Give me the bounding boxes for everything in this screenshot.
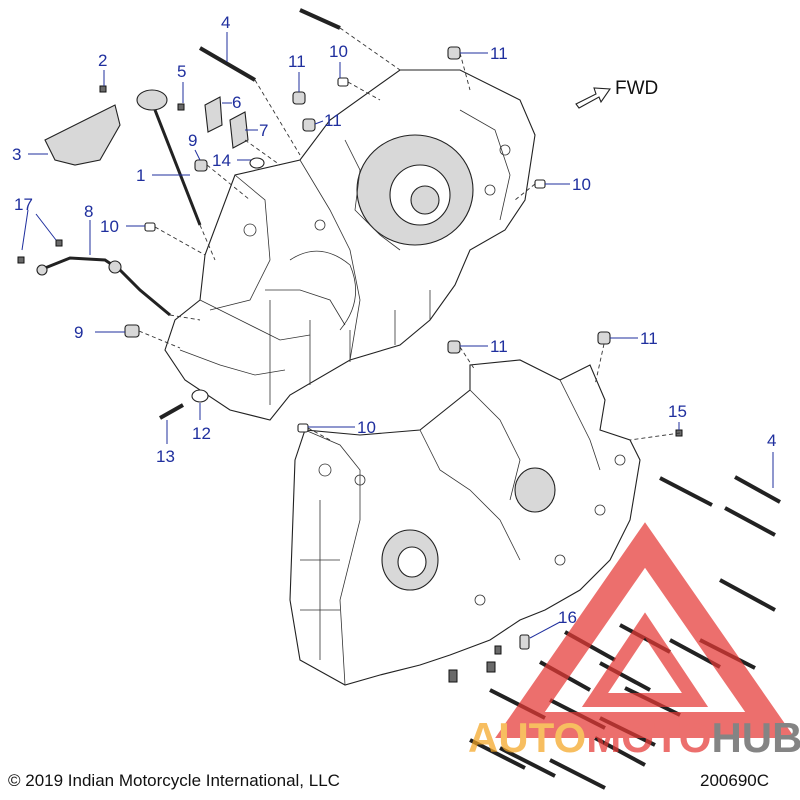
callout-17: 17: [14, 195, 33, 214]
lower-crankcase-half: [289, 359, 641, 686]
part-screw-17b: [17, 256, 25, 264]
fwd-arrow-icon: [575, 87, 612, 109]
fwd-indicator: FWD: [575, 78, 658, 109]
part-pin-10c: [534, 179, 546, 189]
part-pin-10b: [144, 222, 156, 232]
part-screw-5: [177, 103, 185, 111]
part-sensor-16: [519, 634, 530, 650]
watermark-triangle-icon: [495, 522, 795, 738]
watermark-word-a: AUTO: [468, 714, 586, 761]
svg-text:AUTOMOTOHUB: AUTOMOTOHUB: [468, 714, 800, 761]
watermark-inner-triangle-icon: [581, 612, 709, 707]
callout-11-e: 11: [640, 329, 658, 348]
part-dowel-9b: [124, 324, 140, 338]
upper-crankcase-half: [164, 69, 536, 421]
part-screw-2: [99, 85, 107, 93]
part-fitting-a: [448, 669, 458, 683]
part-washer-12: [191, 389, 209, 403]
part-sleeve-11a: [447, 46, 461, 60]
callout-5: 5: [177, 62, 186, 81]
part-screw-17a: [55, 239, 63, 247]
callout-10-c: 10: [572, 175, 591, 194]
part-ring-14: [249, 157, 265, 169]
part-fitting-c: [494, 645, 502, 655]
callout-11-a: 11: [490, 44, 508, 63]
callout-3: 3: [12, 145, 21, 164]
watermark-logo: AUTOMOTOHUB: [468, 522, 800, 761]
watermark-word-c: HUB: [711, 714, 800, 761]
part-bracket-7: [229, 111, 249, 149]
copyright-text: © 2019 Indian Motorcycle International, …: [8, 771, 340, 790]
part-bolt-13: [159, 403, 184, 420]
alignment-lines: [138, 27, 681, 441]
fwd-label: FWD: [615, 78, 658, 99]
part-sleeve-11d: [447, 340, 461, 354]
part-pin-10a: [337, 77, 349, 87]
callout-16: 16: [558, 608, 577, 627]
callout-11-d: 11: [490, 337, 508, 356]
callout-14: 14: [212, 151, 231, 170]
watermark-word-b: MOTO: [586, 714, 711, 761]
callout-2: 2: [98, 51, 107, 70]
callout-6: 6: [232, 93, 241, 112]
callout-4-lower: 4: [767, 431, 776, 450]
callout-7: 7: [259, 121, 268, 140]
callout-8: 8: [84, 202, 93, 221]
callout-9-lower: 9: [74, 323, 83, 342]
part-cover-plate: [44, 104, 121, 166]
part-fitting-b: [486, 661, 496, 673]
part-dipstick: [136, 89, 202, 226]
callout-12: 12: [192, 424, 211, 443]
part-long-bolt-top: [299, 8, 341, 30]
part-pin-10d: [297, 423, 309, 433]
callout-11-c: 11: [324, 111, 342, 130]
callout-10-a: 10: [329, 42, 348, 61]
part-sleeve-11c: [302, 118, 316, 132]
callout-1: 1: [136, 166, 145, 185]
part-sleeve-11e: [597, 331, 611, 345]
part-dowel-9a: [194, 159, 208, 172]
callout-10-d: 10: [357, 418, 376, 437]
diagram-id: 200690C: [700, 771, 769, 790]
callouts: 1 2 3 4 4 5 6 7 8 9 9 10 10: [12, 13, 776, 639]
part-sleeve-11b: [292, 91, 306, 105]
callout-15: 15: [668, 402, 687, 421]
callout-13: 13: [156, 447, 175, 466]
part-oil-line: [36, 256, 171, 317]
part-long-bolt-upper: [198, 46, 257, 82]
callout-9-upper: 9: [188, 131, 197, 150]
callout-4-upper: 4: [221, 13, 230, 32]
callout-11-b: 11: [288, 52, 306, 71]
part-bracket-6: [204, 96, 223, 133]
callout-10-b: 10: [100, 217, 119, 236]
